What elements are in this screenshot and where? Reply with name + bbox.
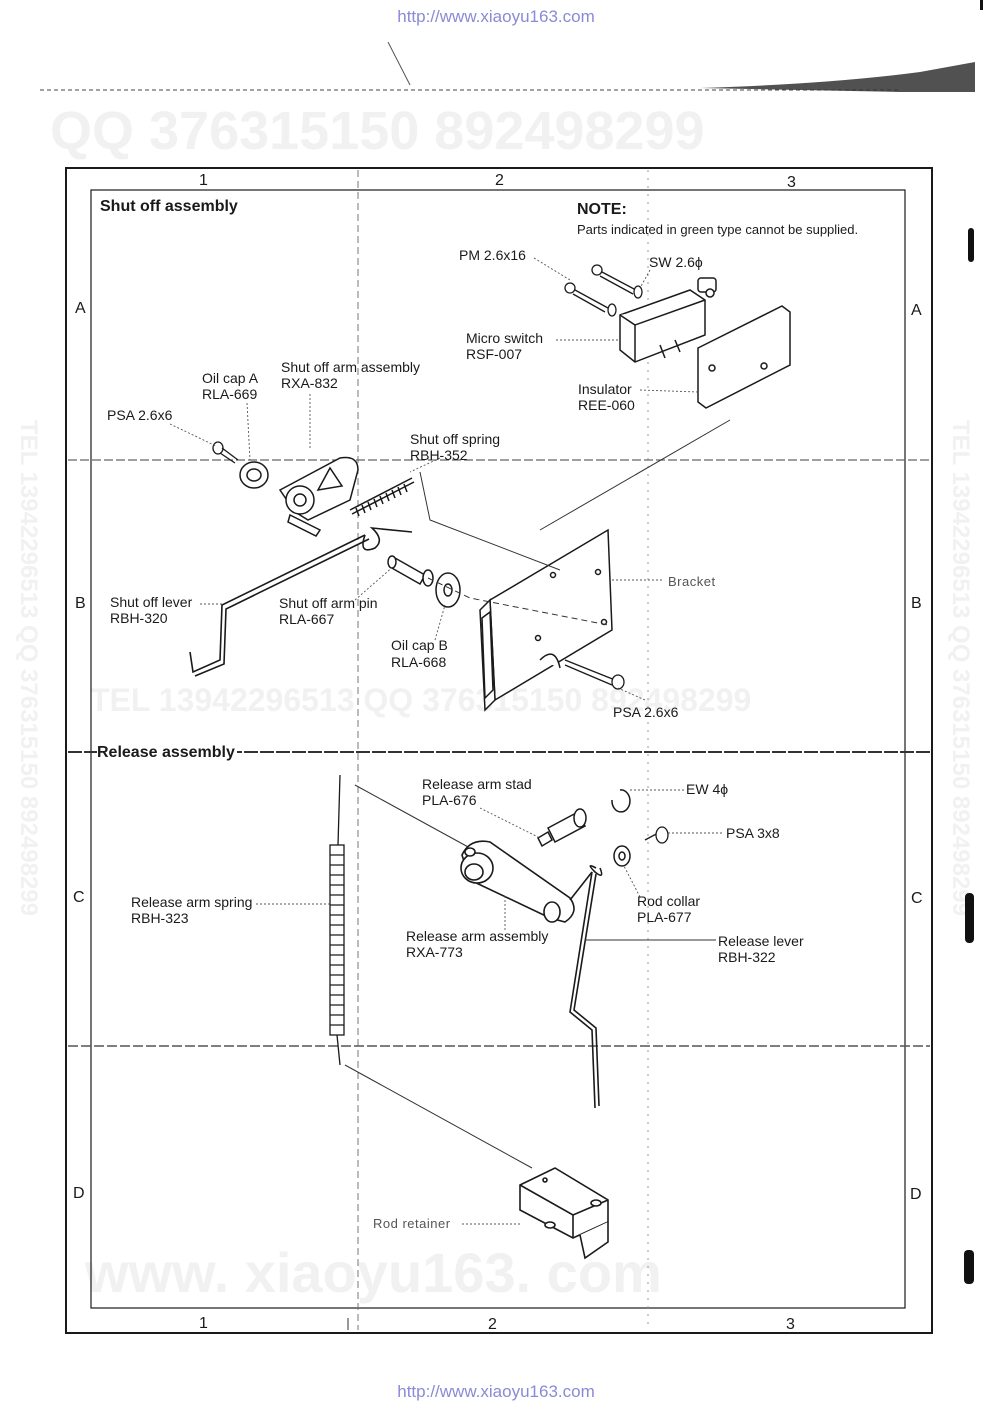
screw-pm-1 — [591, 264, 637, 295]
scan-smudge — [700, 62, 975, 92]
header-url[interactable]: http://www.xiaoyu163.com — [397, 7, 595, 26]
label-rel-assy-name: Release arm assembly — [406, 928, 549, 944]
spring-guide-line — [419, 471, 561, 571]
note-text: Parts indicated in green type cannot be … — [577, 222, 859, 237]
watermark-left-vertical: TEL 13942296513 QQ 376315150 892498299 — [15, 420, 42, 916]
grid-row-a-left: A — [75, 300, 86, 317]
shut-off-spring-drawing — [349, 477, 415, 517]
insulator-guide-line — [539, 419, 731, 531]
label-pm: PM 2.6x16 — [459, 247, 526, 263]
watermark-right-vertical: TEL 13942296513 QQ 376315150 892498299 — [947, 420, 974, 916]
ew-ring-drawing — [611, 789, 631, 813]
scan-edge-mark-2 — [965, 893, 974, 943]
label-sw: SW 2.6ϕ — [649, 254, 703, 270]
scan-edge-mark-1 — [968, 228, 974, 262]
label-arm-assy-name: Shut off arm assembly — [281, 359, 421, 375]
grid-row-b-left: B — [75, 595, 86, 612]
label-stad-code: PLA-676 — [422, 792, 477, 808]
label-rel-lever-name: Release lever — [718, 933, 804, 949]
spring-bottom-line — [344, 1064, 533, 1169]
watermark-bottom: www. xiaoyu163. com — [85, 1241, 662, 1304]
insulator-drawing — [697, 305, 791, 409]
washer-sw — [607, 285, 643, 317]
label-psa-top: PSA 2.6x6 — [107, 407, 173, 423]
rod-retainer-drawing — [519, 1167, 609, 1260]
grid-row-c-right: C — [911, 890, 923, 907]
oil-cap-a-drawing — [239, 461, 269, 489]
grid-col-1-bottom: 1 — [199, 1315, 208, 1332]
outer-frame — [65, 167, 933, 1334]
label-oil-cap-a-code: RLA-669 — [202, 386, 258, 402]
scan-mark — [387, 41, 411, 86]
spring-top-line — [354, 784, 471, 849]
label-psa3: PSA 3x8 — [726, 825, 780, 841]
label-stad-name: Release arm stad — [422, 776, 532, 792]
watermark-top: QQ 376315150 892498299 — [50, 101, 705, 161]
shut-off-arm-drawing — [278, 456, 359, 537]
label-spring-name: Shut off spring — [410, 431, 501, 447]
grid-row-d-right: D — [910, 1186, 922, 1203]
pin-axis-line — [427, 577, 609, 626]
label-arm-pin-name: Shut off arm pin — [279, 595, 378, 611]
label-lever-name: Shut off lever — [110, 594, 193, 610]
inner-frame — [90, 189, 906, 1309]
grid-col-2-top: 2 — [495, 172, 504, 189]
release-arm-assembly-drawing — [460, 840, 575, 923]
label-rod-collar-code: PLA-677 — [637, 909, 692, 925]
note-title: NOTE: — [577, 201, 627, 218]
grid-row-a-right: A — [911, 302, 922, 319]
watermark-middle: TEL 13942296513 QQ 376315150 892498299 — [90, 682, 752, 718]
label-arm-pin-code: RLA-667 — [279, 611, 335, 627]
scan-edge-mark-4 — [980, 0, 983, 10]
grid-col-1-top: 1 — [199, 172, 208, 189]
label-oil-cap-a-name: Oil cap A — [202, 370, 259, 386]
grid-col-3-top: 3 — [787, 174, 796, 191]
label-bracket: Bracket — [668, 574, 716, 589]
label-oil-cap-b-code: RLA-668 — [391, 654, 447, 670]
release-arm-stad-drawing — [537, 808, 587, 848]
rod-collar-drawing — [613, 845, 631, 867]
grid-row-c-left: C — [73, 889, 85, 906]
bracket-drawing — [479, 528, 613, 712]
label-psa-bottom: PSA 2.6x6 — [613, 704, 679, 720]
grid-col-3-bottom: 3 — [786, 1316, 795, 1333]
label-micro-switch-name: Micro switch — [466, 330, 544, 346]
label-insulator-code: REE-060 — [578, 397, 635, 413]
release-lever-drawing — [569, 864, 603, 1109]
grid-row-b-right: B — [911, 595, 922, 612]
release-arm-spring-drawing — [329, 774, 345, 1066]
scan-edge-mark-3 — [964, 1250, 974, 1284]
label-rel-lever-code: RBH-322 — [718, 949, 776, 965]
label-rel-spring-code: RBH-323 — [131, 910, 189, 926]
footer-url[interactable]: http://www.xiaoyu163.com — [397, 1382, 595, 1401]
grid-row-d-left: D — [73, 1185, 85, 1202]
section-title-shut-off: Shut off assembly — [100, 198, 238, 215]
section-title-release: Release assembly — [97, 744, 237, 762]
screw-psa-top — [212, 441, 239, 464]
label-ew: EW 4ϕ — [686, 781, 729, 797]
label-rel-spring-name: Release arm spring — [131, 894, 253, 910]
screw-psa-bottom — [564, 659, 625, 690]
screw-pm-2 — [564, 282, 609, 313]
label-arm-assy-code: RXA-832 — [281, 375, 338, 391]
label-rel-assy-code: RXA-773 — [406, 944, 463, 960]
label-spring-code: RBH-352 — [410, 447, 468, 463]
micro-switch-drawing — [619, 277, 717, 363]
oil-cap-b-drawing — [435, 572, 461, 608]
label-insulator-name: Insulator — [578, 381, 632, 397]
shut-off-lever-drawing — [189, 526, 413, 677]
label-rod-retainer: Rod retainer — [373, 1216, 451, 1231]
label-lever-code: RBH-320 — [110, 610, 168, 626]
label-rod-collar-name: Rod collar — [637, 893, 701, 909]
leader-lines — [169, 257, 724, 1225]
psa-3x8-screw-drawing — [644, 826, 669, 844]
shut-off-arm-pin-drawing — [387, 555, 434, 587]
label-oil-cap-b-name: Oil cap B — [391, 637, 448, 653]
grid-col-2-bottom: 2 — [488, 1316, 497, 1333]
label-micro-switch-code: RSF-007 — [466, 346, 523, 362]
